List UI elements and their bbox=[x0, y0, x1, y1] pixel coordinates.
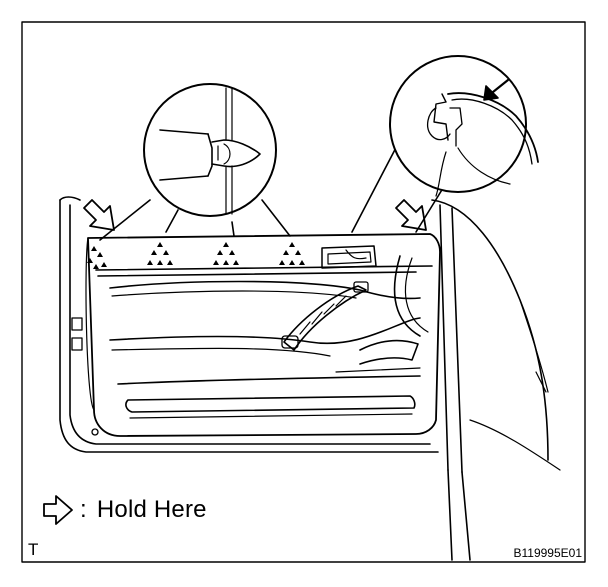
hold-here-arrow-right bbox=[396, 200, 426, 230]
legend: : Hold Here bbox=[40, 496, 207, 524]
corner-mark: T bbox=[28, 540, 39, 559]
figure-border bbox=[22, 22, 585, 562]
clip-detail-callout bbox=[100, 84, 290, 240]
door-trim-panel bbox=[86, 234, 440, 436]
door-pillar-left bbox=[60, 197, 438, 452]
hollow-arrow-icon bbox=[44, 496, 72, 524]
legend-separator: : bbox=[80, 496, 87, 523]
figure-code: B119995E01 bbox=[513, 546, 582, 560]
weatherstrip-detail-callout bbox=[352, 56, 538, 232]
legend-label: Hold Here bbox=[96, 496, 207, 523]
clip-markers bbox=[87, 242, 305, 269]
hold-here-arrow-left bbox=[84, 200, 114, 230]
vehicle-body bbox=[432, 200, 560, 560]
